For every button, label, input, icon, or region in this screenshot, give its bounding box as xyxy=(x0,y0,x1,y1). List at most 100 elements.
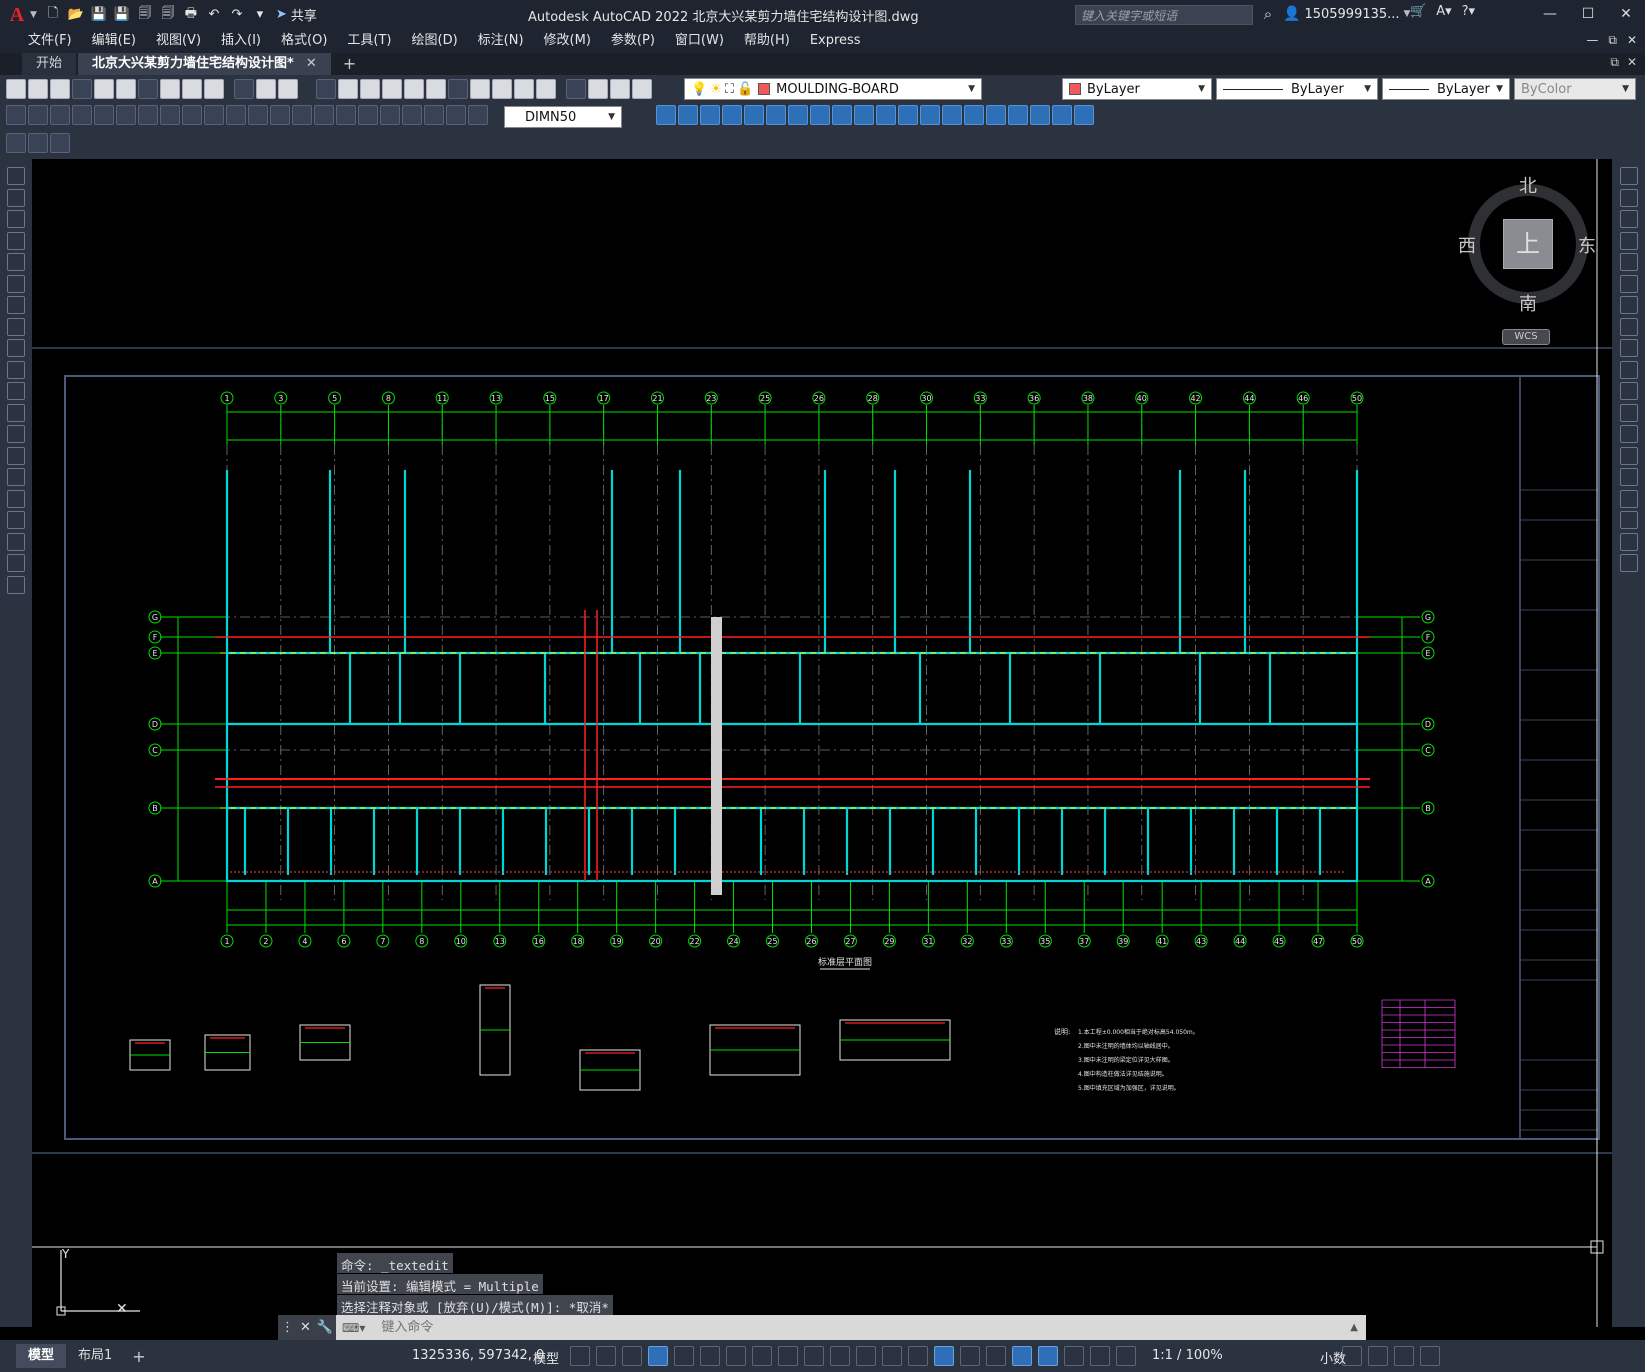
menu-dimension[interactable]: 标注(N) xyxy=(477,33,524,48)
draw-tool-icon[interactable] xyxy=(7,339,25,357)
toolbar-tool-icon[interactable] xyxy=(248,105,268,125)
status-toggle-icon[interactable] xyxy=(596,1346,616,1366)
status-toggle-icon[interactable] xyxy=(1342,1346,1362,1366)
doc-restore-icon[interactable]: ⧉ xyxy=(1608,33,1617,47)
draw-tool-icon[interactable] xyxy=(7,382,25,400)
linetype-dropdown[interactable]: ByLayer ▼ xyxy=(1216,78,1378,100)
cart-icon[interactable]: 🛒 xyxy=(1410,4,1427,19)
toolbar-tool-icon[interactable] xyxy=(810,105,830,125)
toolbar-tool-icon[interactable] xyxy=(316,79,336,99)
customize-qat-icon[interactable]: ▾ xyxy=(256,7,264,22)
status-toggle-icon[interactable] xyxy=(700,1346,720,1366)
status-toggle-icon[interactable] xyxy=(908,1346,928,1366)
modify-tool-icon[interactable] xyxy=(1620,403,1638,422)
status-toggle-icon[interactable] xyxy=(882,1346,902,1366)
user-account-button[interactable]: 👤 1505999135... ▼ xyxy=(1283,6,1411,22)
open-file-icon[interactable]: 📂 xyxy=(67,7,85,22)
close-icon[interactable]: ✕ xyxy=(305,56,317,71)
toolbar-tool-icon[interactable] xyxy=(514,79,534,99)
toolbar-tool-icon[interactable] xyxy=(314,105,334,125)
save-as-icon[interactable]: 💾 xyxy=(113,7,131,22)
annotation-scale[interactable]: 1:1 / 100% xyxy=(1152,1348,1223,1363)
status-toggle-icon[interactable] xyxy=(1090,1346,1110,1366)
units-button[interactable]: 小数 xyxy=(1320,1352,1347,1367)
status-toggle-icon[interactable] xyxy=(830,1346,850,1366)
modify-tool-icon[interactable] xyxy=(1620,382,1638,400)
toolbar-tool-icon[interactable] xyxy=(50,133,70,153)
toolbar-tool-icon[interactable] xyxy=(566,79,586,99)
toolbar-tool-icon[interactable] xyxy=(292,105,312,125)
toolbar-tool-icon[interactable] xyxy=(766,105,786,125)
open-web-icon[interactable]: 🗐 xyxy=(138,5,152,21)
toolbar-tool-icon[interactable] xyxy=(492,79,512,99)
toolbar-tool-icon[interactable] xyxy=(336,105,356,125)
toolbar-tool-icon[interactable] xyxy=(360,79,380,99)
modify-tool-icon[interactable] xyxy=(1620,489,1638,508)
menu-modify[interactable]: 修改(M) xyxy=(543,33,591,48)
toolbar-tool-icon[interactable] xyxy=(72,105,92,125)
toolbar-tool-icon[interactable] xyxy=(28,79,48,99)
search-icon[interactable]: ⌕ xyxy=(1263,5,1273,23)
draw-tool-icon[interactable] xyxy=(7,296,25,314)
toolbar-tool-icon[interactable] xyxy=(160,79,180,99)
autodesk-app-icon[interactable]: A▾ xyxy=(1436,4,1452,19)
viewcube[interactable]: 上 北 南 东 西 xyxy=(1458,176,1596,315)
toolbar-tool-icon[interactable] xyxy=(468,105,488,125)
menu-format[interactable]: 格式(O) xyxy=(281,33,328,48)
toolbar-tool-icon[interactable] xyxy=(964,105,984,125)
toolbar-tool-icon[interactable] xyxy=(204,105,224,125)
toolbar-tool-icon[interactable] xyxy=(632,79,652,99)
plotstyle-dropdown[interactable]: ByColor ▼ xyxy=(1514,78,1636,100)
toolbar-tool-icon[interactable] xyxy=(338,79,358,99)
status-toggle-icon[interactable] xyxy=(726,1346,746,1366)
doc-minimize-icon[interactable]: — xyxy=(1586,33,1599,47)
menu-express[interactable]: Express xyxy=(809,33,861,48)
toolbar-tool-icon[interactable] xyxy=(920,105,940,125)
toolbar-tool-icon[interactable] xyxy=(50,105,70,125)
toolbar-tool-icon[interactable] xyxy=(610,79,630,99)
close-button[interactable]: ✕ xyxy=(1620,6,1632,22)
modify-tool-icon[interactable] xyxy=(1620,167,1638,185)
add-layout-icon[interactable]: + xyxy=(132,1346,146,1366)
menu-insert[interactable]: 插入(I) xyxy=(221,33,262,48)
status-toggle-icon[interactable] xyxy=(804,1346,824,1366)
compass-south[interactable]: 南 xyxy=(1519,294,1537,315)
save-web-icon[interactable]: 🗐 xyxy=(161,5,175,21)
modify-tool-icon[interactable] xyxy=(1620,296,1638,314)
app-menu-chevron-icon[interactable]: ▼ xyxy=(30,9,37,20)
toolbar-tool-icon[interactable] xyxy=(382,79,402,99)
modify-tool-icon[interactable] xyxy=(1620,425,1638,443)
undo-icon[interactable]: ↶ xyxy=(208,7,220,22)
tab-start[interactable]: 开始 xyxy=(22,53,77,75)
toolbar-tool-icon[interactable] xyxy=(6,105,26,125)
search-input[interactable]: 键入关键字或短语 xyxy=(1075,5,1253,25)
modify-tool-icon[interactable] xyxy=(1620,554,1638,572)
draw-tool-icon[interactable] xyxy=(7,360,25,379)
customize-wrench-icon[interactable]: 🔧 xyxy=(316,1320,334,1335)
toolbar-tool-icon[interactable] xyxy=(6,133,26,153)
toolbar-tool-icon[interactable] xyxy=(470,79,490,99)
modify-tool-icon[interactable] xyxy=(1620,231,1638,250)
draw-tool-icon[interactable] xyxy=(7,446,25,465)
status-toggle-icon[interactable] xyxy=(960,1346,980,1366)
draw-tool-icon[interactable] xyxy=(7,511,25,529)
toolbar-tool-icon[interactable] xyxy=(116,79,136,99)
tab-layout1[interactable]: 布局1 xyxy=(78,1348,113,1363)
toolbar-tool-icon[interactable] xyxy=(160,105,180,125)
toolbar-tool-icon[interactable] xyxy=(446,105,466,125)
status-toggle-icon[interactable] xyxy=(752,1346,772,1366)
close-icon[interactable]: ✕ xyxy=(299,1320,311,1335)
menu-edit[interactable]: 编辑(E) xyxy=(91,33,136,48)
wcs-button[interactable]: WCS xyxy=(1502,329,1550,345)
status-toggle-icon[interactable] xyxy=(778,1346,798,1366)
status-toggle-icon[interactable] xyxy=(622,1346,642,1366)
status-toggle-icon[interactable] xyxy=(1116,1346,1136,1366)
cursor-coordinates[interactable]: 1325336, 597342, 0 xyxy=(412,1348,545,1363)
toolbar-tool-icon[interactable] xyxy=(1008,105,1028,125)
toolbar-tool-icon[interactable] xyxy=(700,105,720,125)
modify-tool-icon[interactable] xyxy=(1620,210,1638,228)
toolbar-tool-icon[interactable] xyxy=(28,133,48,153)
toolbar-tool-icon[interactable] xyxy=(942,105,962,125)
